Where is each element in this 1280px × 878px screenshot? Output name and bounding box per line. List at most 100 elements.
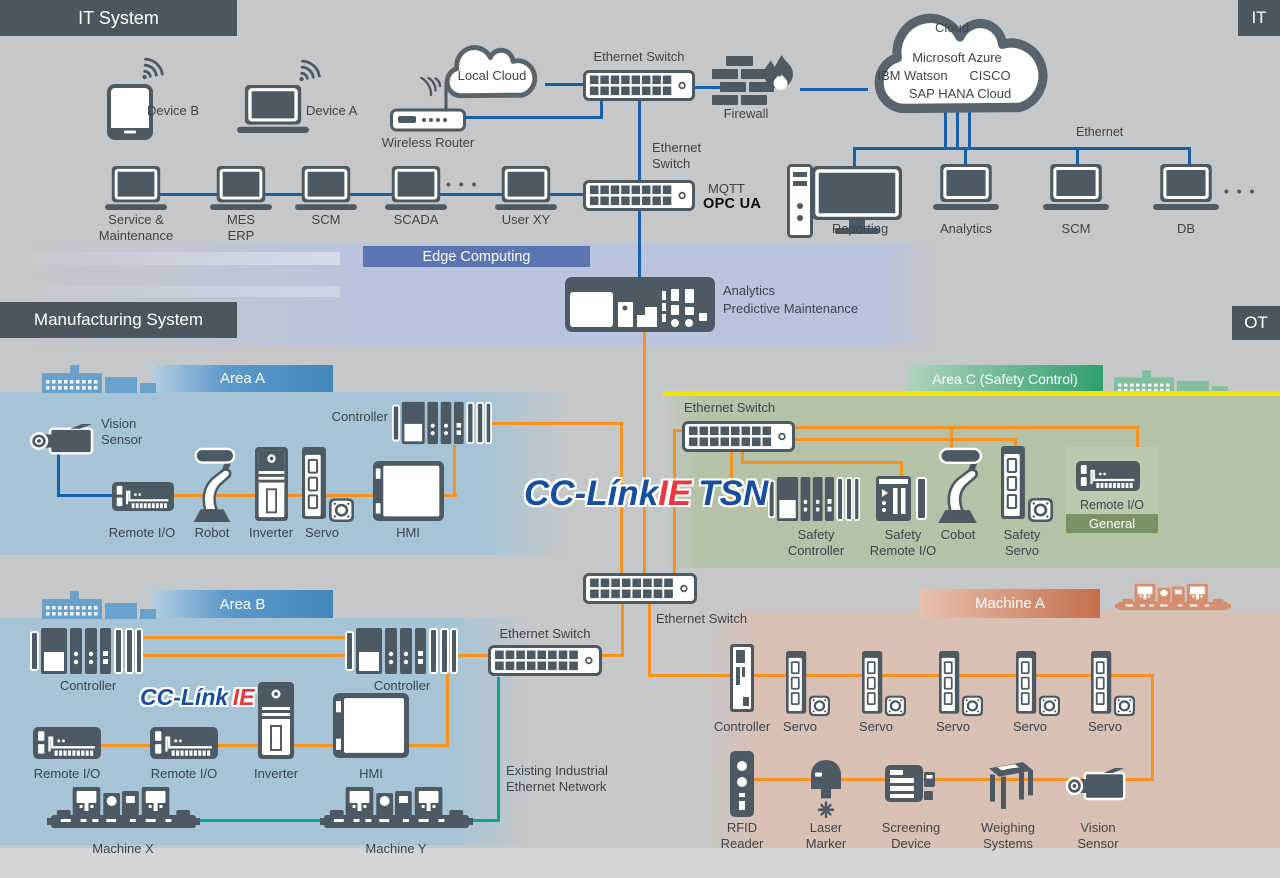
local-cloud-label: Local Cloud [457, 68, 527, 83]
cclink-text: CC-Línk [140, 684, 229, 710]
tsn-line [673, 429, 676, 575]
edge-band-stripe [0, 252, 340, 265]
edge-computing-banner: Edge Computing [363, 246, 590, 267]
factory-icon [40, 586, 158, 619]
ethernet-switch-icon [488, 645, 602, 676]
servo-label: Servo [305, 525, 339, 540]
remote-io-icon [1076, 461, 1140, 491]
controller-label: Controller [59, 678, 117, 693]
ethernet-line [1188, 150, 1191, 166]
machine-controller-icon [730, 644, 754, 712]
ethernet-switch-icon [583, 180, 695, 211]
ethernet-switch-label: Ethernet Switch [593, 49, 685, 64]
tsn-line [458, 654, 490, 657]
tsn-line [795, 426, 1139, 429]
tower-pc-icon [787, 164, 813, 238]
vision-sensor-label: Vision Sensor [1077, 820, 1119, 851]
servo-label: Servo [1088, 719, 1122, 734]
controller-label: Controller [331, 409, 388, 424]
safety-remote-io-icon [876, 476, 928, 521]
safety-remote-io-label: Safety Remote I/O [869, 527, 937, 558]
robot-icon [185, 446, 239, 522]
cloud-vendor: IBM Watson [877, 68, 948, 83]
ethernet-line [545, 83, 585, 86]
cloud-vendor: CISCO [969, 68, 1011, 83]
edge-analytics-label: Analytics [723, 283, 776, 298]
vision-sensor-label: Vision Sensor [101, 416, 143, 447]
wireless-router-label: Wireless Router [381, 135, 475, 150]
robot-label: Robot [194, 525, 230, 540]
firewall-label: Firewall [723, 106, 769, 121]
ethernet-switch-icon [583, 573, 697, 604]
tsn-line [730, 497, 770, 500]
remote-io-icon [112, 482, 174, 511]
ethernet-switch-label: Ethernet Switch [656, 611, 748, 626]
remote-io-label: Remote I/O [108, 525, 176, 540]
it-system-header-label: IT System [78, 7, 159, 28]
laptop-icon [385, 166, 447, 210]
ethernet-switch-label: Ethernet Switch [684, 400, 776, 415]
monitor-icon [812, 166, 902, 234]
inverter-icon [258, 682, 294, 759]
general-band: General [1066, 514, 1158, 533]
area-c-banner-label: Area C (Safety Control) [932, 371, 1078, 387]
tsn-line [453, 445, 456, 497]
ethernet-line [600, 100, 603, 119]
area-a-banner: Area A [152, 365, 333, 392]
sensor-line [57, 452, 60, 497]
area-a-banner-label: Area A [219, 370, 266, 387]
tsn-text: TSN [698, 474, 769, 513]
ethernet-switch-label: Ethernet Switch [652, 140, 702, 171]
ethernet-line [853, 150, 856, 167]
tsn-line [143, 654, 347, 657]
safety-controller-icon [768, 476, 860, 522]
servo-label: Servo [1013, 719, 1047, 734]
plc-controller-icon [30, 627, 143, 675]
plc-controller-icon [392, 401, 492, 445]
weighing-systems-label: Weighing Systems [981, 820, 1035, 851]
tsn-line [673, 429, 685, 432]
tsn-line [900, 461, 903, 478]
tsn-line [741, 461, 903, 464]
ethernet-switch-icon [583, 70, 695, 101]
controller-label: Controller [713, 719, 771, 734]
firewall-icon [712, 53, 804, 107]
tsn-line [730, 450, 733, 500]
tsn-line [643, 332, 646, 575]
laser-marker-icon [809, 758, 843, 818]
laptop-icon [495, 166, 557, 210]
general-band-label: General [1088, 516, 1136, 531]
servo-icon [1091, 651, 1135, 717]
it-corner-tag-label: IT [1251, 8, 1267, 27]
tsn-line [795, 438, 1017, 441]
tsn-line [143, 636, 347, 639]
workstation-label: SCM [311, 212, 341, 227]
rfid-reader-label: RFID Reader [720, 820, 764, 851]
servo-icon [939, 651, 983, 717]
server-label: Analytics [939, 221, 993, 236]
tsn-line [294, 744, 335, 747]
server-label: Reporting [831, 221, 889, 236]
ethernet-label: Ethernet [1076, 125, 1124, 139]
plc-controller-icon [345, 627, 458, 675]
tsn-line [621, 604, 624, 657]
ie-text: IE [232, 684, 255, 710]
server-label: DB [1176, 221, 1196, 236]
controller-label: Controller [373, 678, 431, 693]
servo-icon [862, 651, 906, 717]
wifi-icon [287, 53, 327, 92]
area-b-banner-label: Area B [219, 595, 266, 613]
machine-x-icon [47, 784, 200, 840]
cloud-title: Cloud [935, 20, 969, 35]
tsn-line [492, 422, 623, 425]
machine-a-banner: Machine A [920, 589, 1100, 618]
ethernet-line [800, 88, 868, 91]
cloud-vendor: Microsoft Azure [912, 50, 1002, 65]
safety-boundary-line [663, 391, 1280, 396]
ellipsis: • • • [1224, 183, 1257, 199]
servo-icon [302, 447, 354, 523]
manufacturing-header-label: Manufacturing System [33, 310, 204, 329]
laser-marker-label: Laser Marker [805, 820, 847, 851]
tablet-device-icon [107, 84, 153, 140]
